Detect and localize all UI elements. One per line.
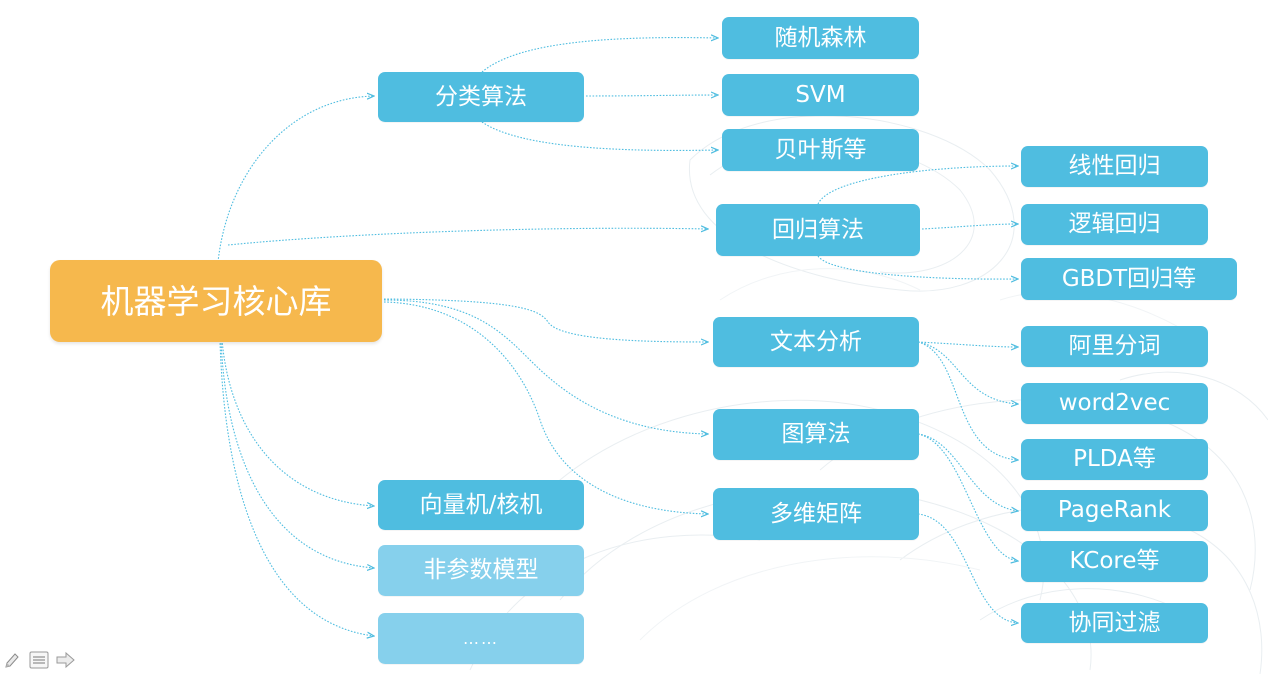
connector-class-rf: [481, 38, 718, 73]
connector-class-bayes: [481, 121, 718, 150]
leaf-plda[interactable]: PLDA等: [1021, 439, 1208, 480]
connector-reg-gbdt: [817, 255, 1018, 279]
connector-root-nonparam: [220, 339, 374, 568]
leaf-linear-regression[interactable]: 线性回归: [1021, 146, 1208, 187]
branch-vector-machine[interactable]: 向量机/核机: [378, 480, 584, 530]
connector-reg-logistic: [921, 224, 1018, 230]
leaf-kcore[interactable]: KCore等: [1021, 541, 1208, 582]
root-node[interactable]: 机器学习核心库: [50, 260, 382, 342]
branch-regression[interactable]: 回归算法: [716, 204, 920, 256]
connector-text-plda: [917, 341, 1018, 460]
connector-root-classification: [217, 96, 374, 263]
branch-classification[interactable]: 分类算法: [378, 72, 584, 122]
branch-matrix[interactable]: 多维矩阵: [713, 488, 919, 540]
branch-text-analysis[interactable]: 文本分析: [713, 317, 919, 367]
branch-more[interactable]: ……: [378, 613, 584, 664]
leaf-pagerank[interactable]: PageRank: [1021, 490, 1208, 531]
connector-root-text: [383, 298, 708, 342]
list-icon[interactable]: [27, 649, 51, 671]
bottom-toolbar: [0, 648, 78, 672]
connector-class-svm: [585, 95, 718, 96]
connector-text-ali: [917, 341, 1018, 347]
leaf-word2vec[interactable]: word2vec: [1021, 383, 1208, 424]
leaf-logistic-regression[interactable]: 逻辑回归: [1021, 204, 1208, 245]
connector-matrix-cf: [917, 513, 1018, 623]
connector-root-vector: [221, 339, 374, 506]
branch-graph[interactable]: 图算法: [713, 409, 919, 460]
leaf-collab-filter[interactable]: 协同过滤: [1021, 603, 1208, 643]
leaf-svm[interactable]: SVM: [722, 74, 919, 116]
connector-graph-pagerank: [917, 433, 1018, 511]
connector-root-regression: [227, 228, 708, 246]
connector-root-more: [219, 339, 374, 636]
connector-root-graph: [383, 299, 708, 434]
leaf-ali-segmentation[interactable]: 阿里分词: [1021, 326, 1208, 367]
connector-reg-linear: [817, 166, 1018, 205]
branch-nonparam[interactable]: 非参数模型: [378, 545, 584, 596]
leaf-gbdt[interactable]: GBDT回归等: [1021, 258, 1237, 300]
pencil-icon[interactable]: [0, 649, 24, 671]
leaf-bayes[interactable]: 贝叶斯等: [722, 129, 919, 171]
connector-graph-kcore: [917, 433, 1018, 561]
leaf-random-forest[interactable]: 随机森林: [722, 17, 919, 59]
arrow-right-icon[interactable]: [54, 649, 78, 671]
connector-text-w2v: [917, 341, 1018, 404]
